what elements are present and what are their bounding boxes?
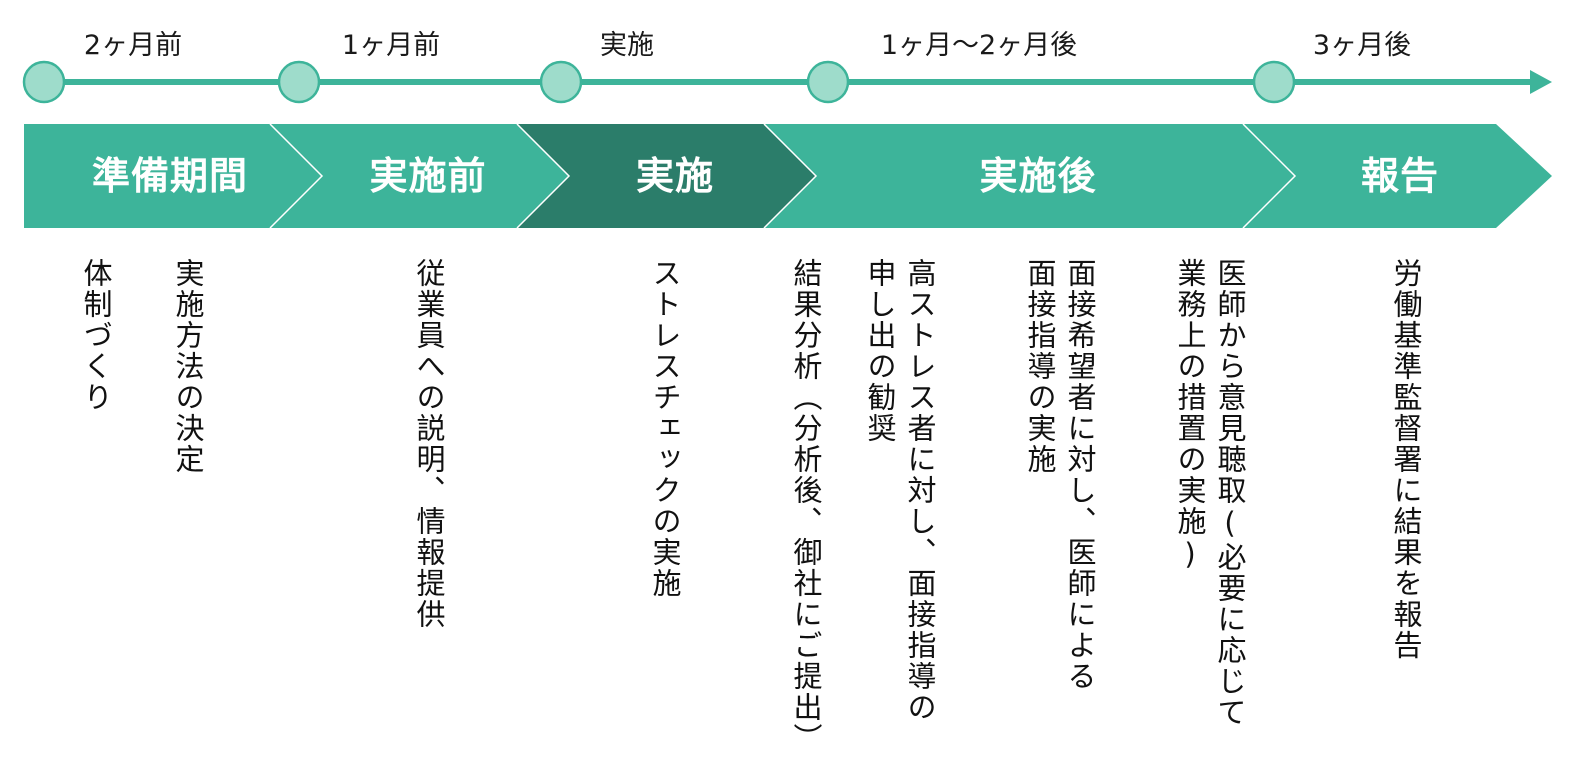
task-line: ストレスチェックの実施	[648, 258, 682, 599]
phase-label-preparation: 準備期間	[91, 154, 248, 198]
task-high-stress-recommendation: 高ストレス者に対し、面接指導の 申し出の勧奨	[860, 258, 940, 723]
milestone-marker-5	[1252, 60, 1296, 104]
task-employee-briefing: 従業員への説明、情報提供	[409, 258, 449, 630]
timeline-arrowhead	[1530, 70, 1552, 94]
chevron-divider	[516, 124, 571, 228]
milestone-label-1: 2ヶ月前	[83, 30, 183, 61]
task-line: 結果分析（分析後、御社にご提出）	[789, 258, 823, 754]
milestone-marker-1	[22, 60, 66, 104]
milestone-marker-3	[539, 60, 583, 104]
task-report-labor-office: 労働基準監督署に結果を報告	[1386, 258, 1426, 661]
task-line: 面接指導の実施	[1023, 258, 1057, 475]
milestone-label-4: 1ヶ月〜2ヶ月後	[880, 30, 1078, 61]
task-stress-check: ストレスチェックの実施	[645, 258, 685, 599]
phase-label-report: 報告	[1360, 154, 1439, 198]
task-result-analysis: 結果分析（分析後、御社にご提出）	[786, 258, 826, 754]
task-line: 体制づくり	[79, 258, 113, 413]
task-line: 従業員への説明、情報提供	[412, 258, 446, 630]
milestone-label-5: 3ヶ月後	[1312, 30, 1412, 61]
phase-chevron-report	[1243, 124, 1552, 228]
milestone-label-3: 実施	[600, 30, 654, 61]
phase-chevron-after	[764, 124, 1295, 228]
milestone-marker-2	[277, 60, 321, 104]
phase-label-implementation: 実施	[635, 154, 714, 198]
chevron-divider	[1242, 124, 1297, 228]
phase-label-before: 実施前	[369, 154, 487, 198]
milestone-label-2: 1ヶ月前	[341, 30, 441, 61]
task-method-decision: 実施方法の決定	[168, 258, 208, 475]
task-line: 面接希望者に対し、医師による	[1063, 258, 1097, 692]
timeline	[22, 60, 1552, 104]
phase-chevron-preparation	[24, 124, 322, 228]
phase-chevron-implementation	[517, 124, 816, 228]
task-line: 高ストレス者に対し、面接指導の	[903, 258, 937, 723]
phase-chevron-bar	[24, 124, 1552, 228]
task-system-setup: 体制づくり	[76, 258, 116, 413]
chevron-divider	[763, 124, 818, 228]
phase-label-after: 実施後	[979, 154, 1097, 198]
task-line: 実施方法の決定	[171, 258, 205, 475]
phase-chevron-before	[270, 124, 569, 228]
milestone-marker-4	[806, 60, 850, 104]
chevron-divider	[269, 124, 324, 228]
task-interview-guidance: 面接希望者に対し、医師による 面接指導の実施	[1020, 258, 1100, 692]
task-line: 申し出の勧奨	[863, 258, 897, 444]
task-line: 業務上の措置の実施)	[1173, 258, 1207, 573]
task-doctor-opinion: 医師から意見聴取(必要に応じて 業務上の措置の実施)	[1170, 258, 1250, 728]
task-line: 労働基準監督署に結果を報告	[1389, 258, 1423, 661]
task-line: 医師から意見聴取(必要に応じて	[1213, 258, 1247, 728]
